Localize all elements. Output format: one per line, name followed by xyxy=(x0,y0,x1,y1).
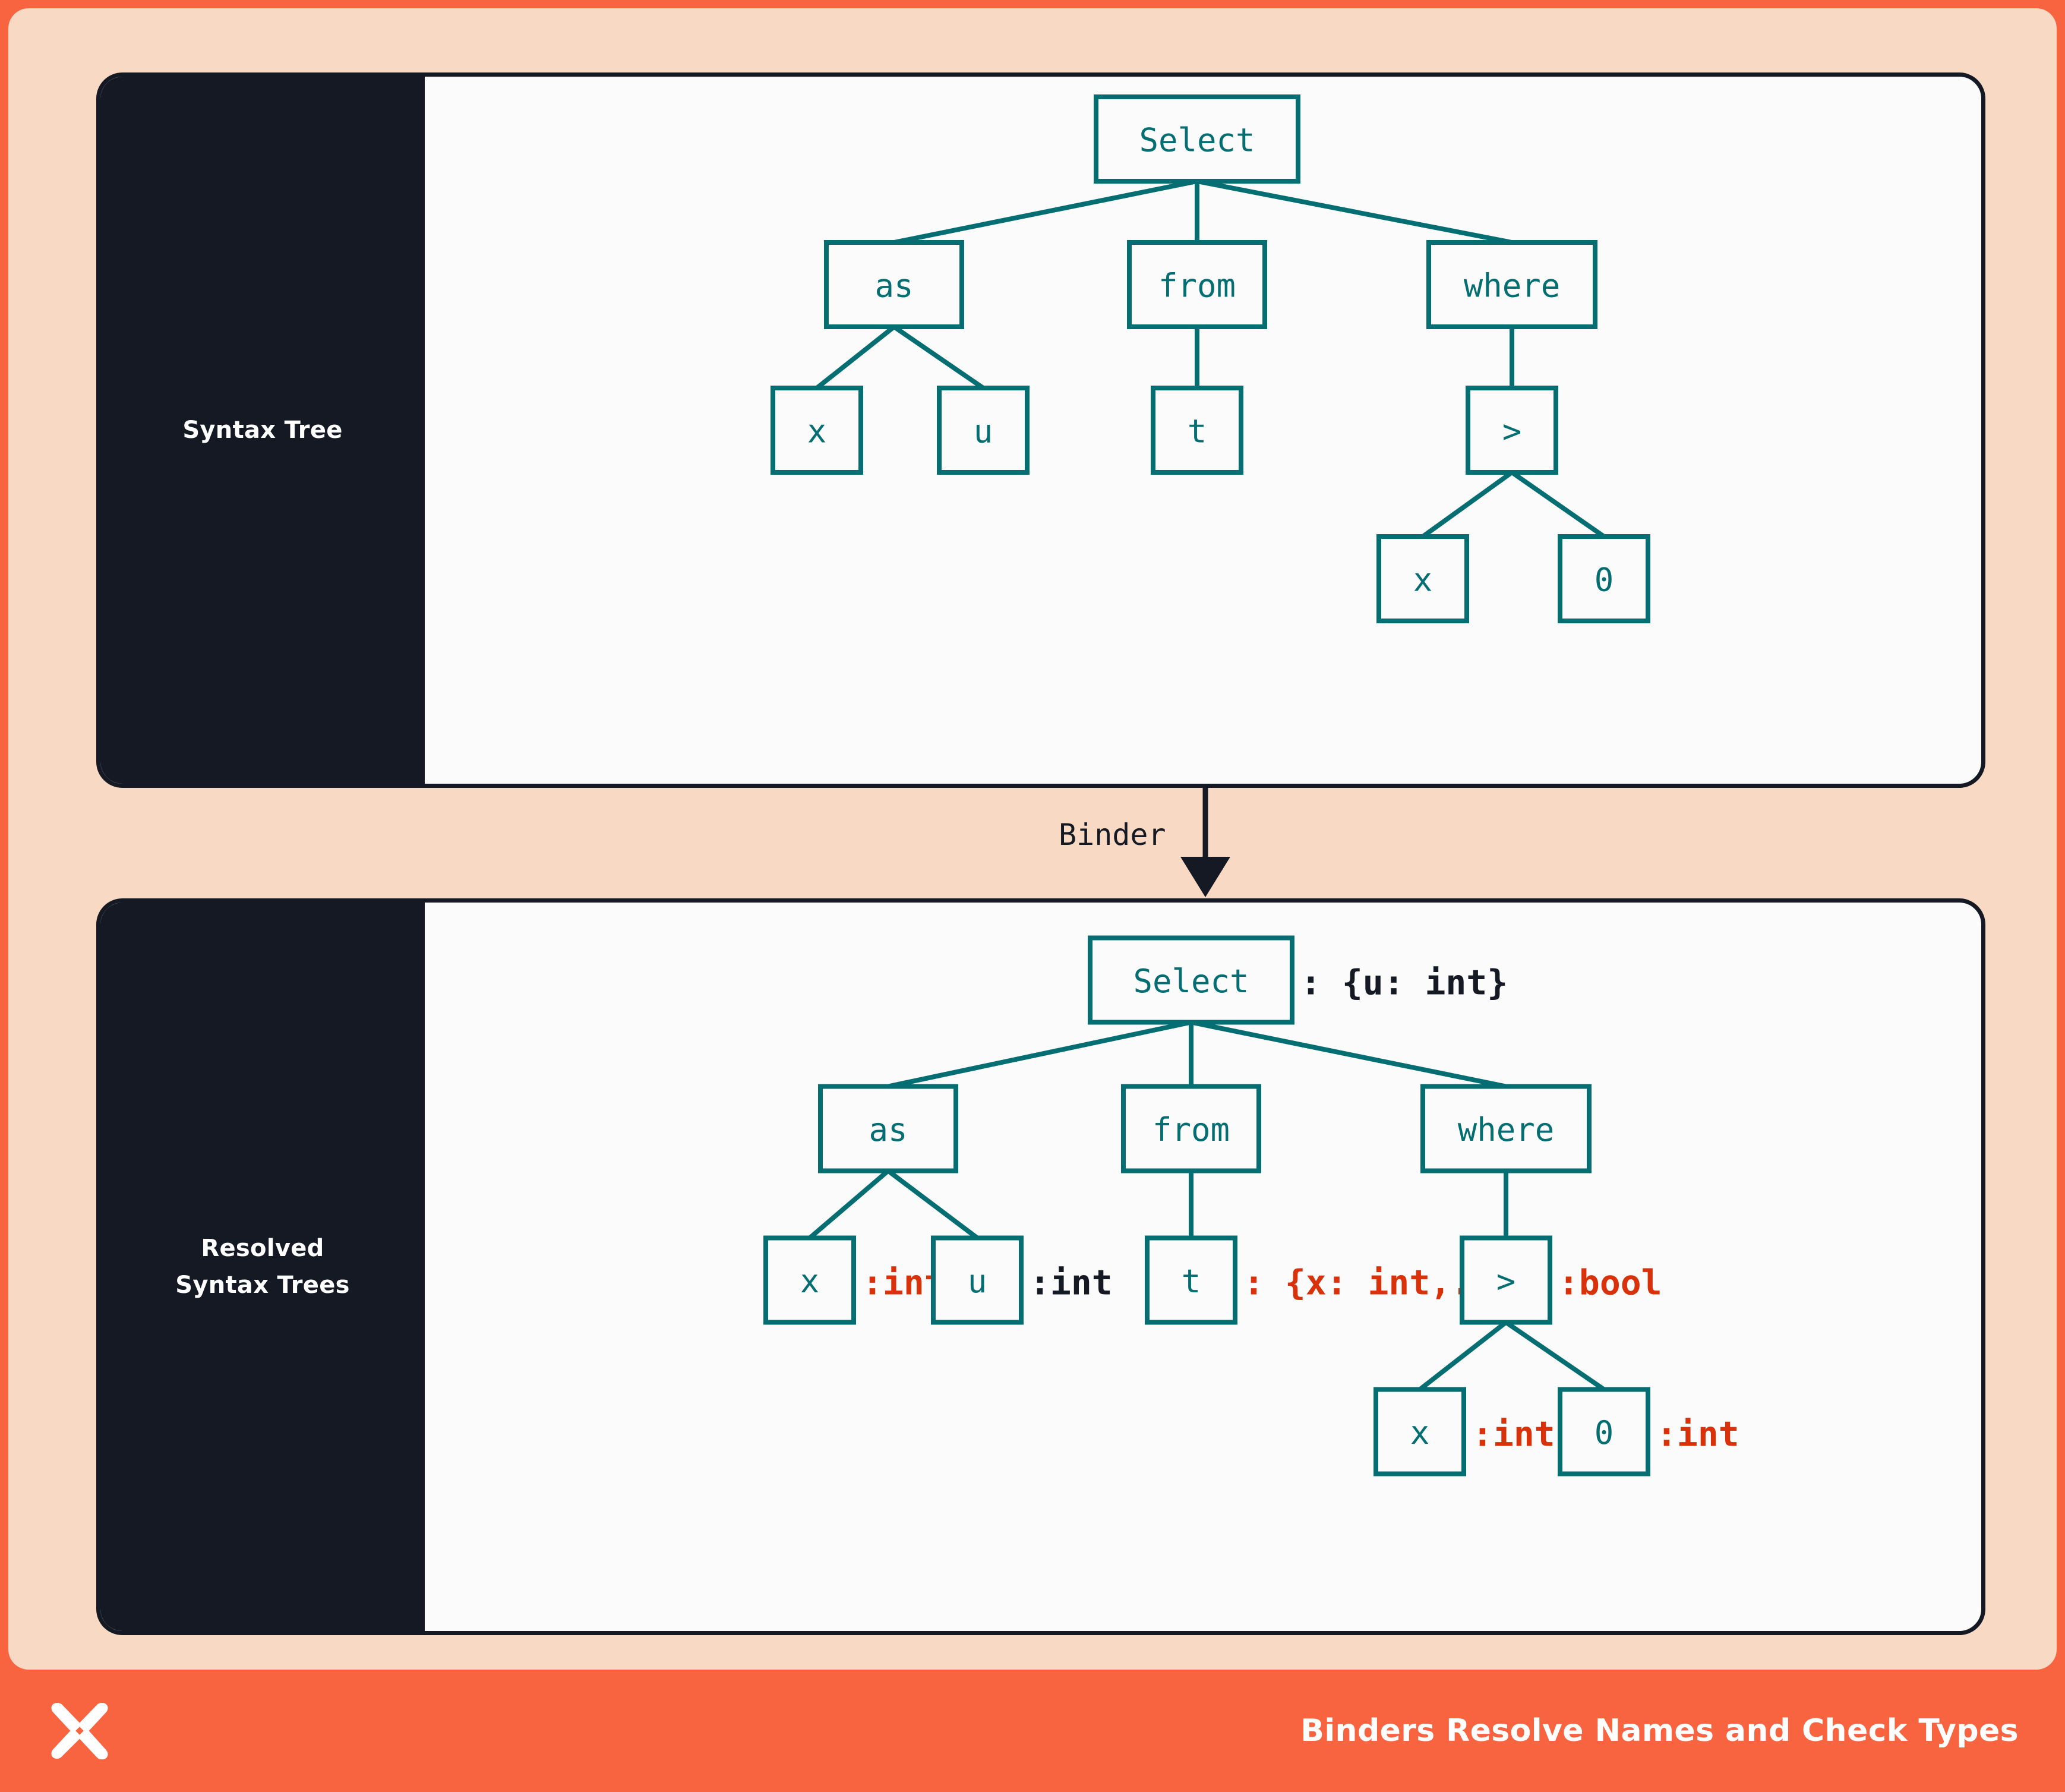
tree-node-box xyxy=(771,386,863,475)
panel-syntax-tree-sidebar: Syntax Tree xyxy=(100,77,425,784)
tree-node-from-t[interactable]: t xyxy=(1151,386,1243,475)
tree-node-label: t xyxy=(1182,1263,1201,1300)
tree-node-gt-0[interactable]: 0 xyxy=(1558,534,1650,623)
tree-node-box xyxy=(937,386,1030,475)
tree-node-as-x[interactable]: x:int xyxy=(763,1235,945,1325)
syntax-tree-graphic: Select as from where x u t > x 0 xyxy=(771,94,1650,623)
tree-node-box xyxy=(1460,1235,1552,1325)
tree-node-label: x xyxy=(1413,561,1433,599)
tree-node-gt-0[interactable]: 0 :int xyxy=(1558,1387,1739,1476)
tree-edge xyxy=(1418,1320,1508,1392)
tree-node-as-x[interactable]: x xyxy=(771,386,863,475)
binder-arrow-icon xyxy=(1180,788,1230,897)
tree-node-box xyxy=(1558,534,1650,623)
tree-edge xyxy=(1504,1320,1606,1392)
tree-node-where[interactable]: where xyxy=(1420,1084,1592,1173)
tree-edge xyxy=(893,179,1198,245)
tree-node-label: u xyxy=(974,413,993,450)
tree-node-box xyxy=(763,1235,856,1325)
panel-resolved-syntax-trees: Resolved Syntax Trees Select : {u: int} as… xyxy=(96,898,1985,1635)
binder-transition: Binder xyxy=(96,788,1985,898)
tree-node-gt-x[interactable]: x :int xyxy=(1373,1387,1555,1476)
tree-node-gt[interactable]: > :bool xyxy=(1460,1235,1662,1325)
tree-node-label: where xyxy=(1458,1111,1555,1149)
tree-node-label: t xyxy=(1188,413,1207,450)
tree-node-box xyxy=(1127,240,1267,329)
tree-node-label: Select xyxy=(1139,122,1255,159)
panel-syntax-tree: Syntax Tree Select as from where x u t > x 0 xyxy=(96,72,1985,788)
tree-node-label: as xyxy=(874,267,913,305)
panel-resolved-label-line1: Resolved xyxy=(201,1235,324,1262)
x-starburst-logo-icon xyxy=(51,1702,108,1760)
tree-node-label: u xyxy=(968,1263,987,1300)
tree-node-label: from xyxy=(1158,267,1236,305)
tree-edge xyxy=(1191,1020,1507,1089)
footer-bar: Binders Resolve Names and Check Types xyxy=(0,1670,2065,1792)
tree-node-as[interactable]: as xyxy=(824,240,964,329)
tree-node-type-annotation: :int xyxy=(1030,1263,1113,1303)
tree-node-label: > xyxy=(1502,413,1522,450)
tree-node-box xyxy=(1420,1084,1592,1173)
tree-edge xyxy=(1196,179,1513,245)
tree-edge xyxy=(892,324,985,390)
tree-node-where[interactable]: where xyxy=(1426,240,1597,329)
tree-node-select[interactable]: Select : {u: int} xyxy=(1088,935,1508,1025)
tree-node-label: x xyxy=(800,1263,820,1300)
panel-resolved-label-line2: Syntax Trees xyxy=(175,1272,350,1299)
tree-edge xyxy=(886,1169,979,1240)
tree-node-box xyxy=(1376,534,1469,623)
tree-node-label: > xyxy=(1496,1263,1516,1300)
tree-edge xyxy=(1510,470,1606,539)
tree-node-type-annotation: :int xyxy=(1656,1414,1739,1455)
tree-node-label: x xyxy=(1410,1414,1430,1452)
tree-edge xyxy=(1421,470,1514,539)
tree-node-from[interactable]: from xyxy=(1127,240,1267,329)
tree-edge xyxy=(888,1020,1192,1089)
tree-node-label: where xyxy=(1464,267,1561,305)
tree-node-box xyxy=(1426,240,1597,329)
tree-node-as-u[interactable]: u xyxy=(937,386,1030,475)
tree-node-box xyxy=(1466,386,1558,475)
tree-node-label: as xyxy=(869,1111,907,1149)
tree-node-gt-x[interactable]: x xyxy=(1376,534,1469,623)
diagram-canvas: Syntax Tree Select as from where x u t > x 0 Bind… xyxy=(8,8,2057,1670)
panel-resolved-syntax-trees-sidebar: Resolved Syntax Trees xyxy=(100,903,425,1631)
tree-node-box xyxy=(1558,1387,1650,1476)
tree-node-from[interactable]: from xyxy=(1121,1084,1261,1173)
tree-node-label: Select xyxy=(1133,963,1249,1000)
tree-node-label: from xyxy=(1153,1111,1230,1149)
tree-node-gt[interactable]: > xyxy=(1466,386,1558,475)
tree-edge xyxy=(808,1169,890,1240)
tree-node-box xyxy=(931,1235,1024,1325)
tree-edge xyxy=(815,324,896,390)
tree-node-box xyxy=(1121,1084,1261,1173)
footer-caption: Binders Resolve Names and Check Types xyxy=(1300,1713,2019,1749)
tree-node-box xyxy=(824,240,964,329)
tree-node-label: 0 xyxy=(1594,1414,1614,1452)
tree-node-box xyxy=(818,1084,958,1173)
tree-node-as-u[interactable]: u :int xyxy=(931,1235,1113,1325)
tree-node-label: 0 xyxy=(1594,561,1614,599)
tree-node-box xyxy=(1151,386,1243,475)
tree-node-box xyxy=(1145,1235,1237,1325)
tree-node-type-annotation: :bool xyxy=(1558,1263,1662,1303)
tree-node-box xyxy=(1094,94,1300,184)
panel-syntax-tree-body: Select as from where x u t > x 0 xyxy=(425,77,1981,784)
tree-node-type-annotation: :int xyxy=(1472,1414,1555,1455)
tree-node-box xyxy=(1088,935,1294,1025)
tree-node-select[interactable]: Select xyxy=(1094,94,1300,184)
tree-node-label: x xyxy=(807,413,827,450)
tree-node-as[interactable]: as xyxy=(818,1084,958,1173)
panel-syntax-tree-label-line1: Syntax Tree xyxy=(182,417,343,444)
binder-label: Binder xyxy=(1059,818,1166,852)
tree-node-box xyxy=(1373,1387,1466,1476)
tree-node-type-annotation: : {u: int} xyxy=(1300,963,1508,1003)
